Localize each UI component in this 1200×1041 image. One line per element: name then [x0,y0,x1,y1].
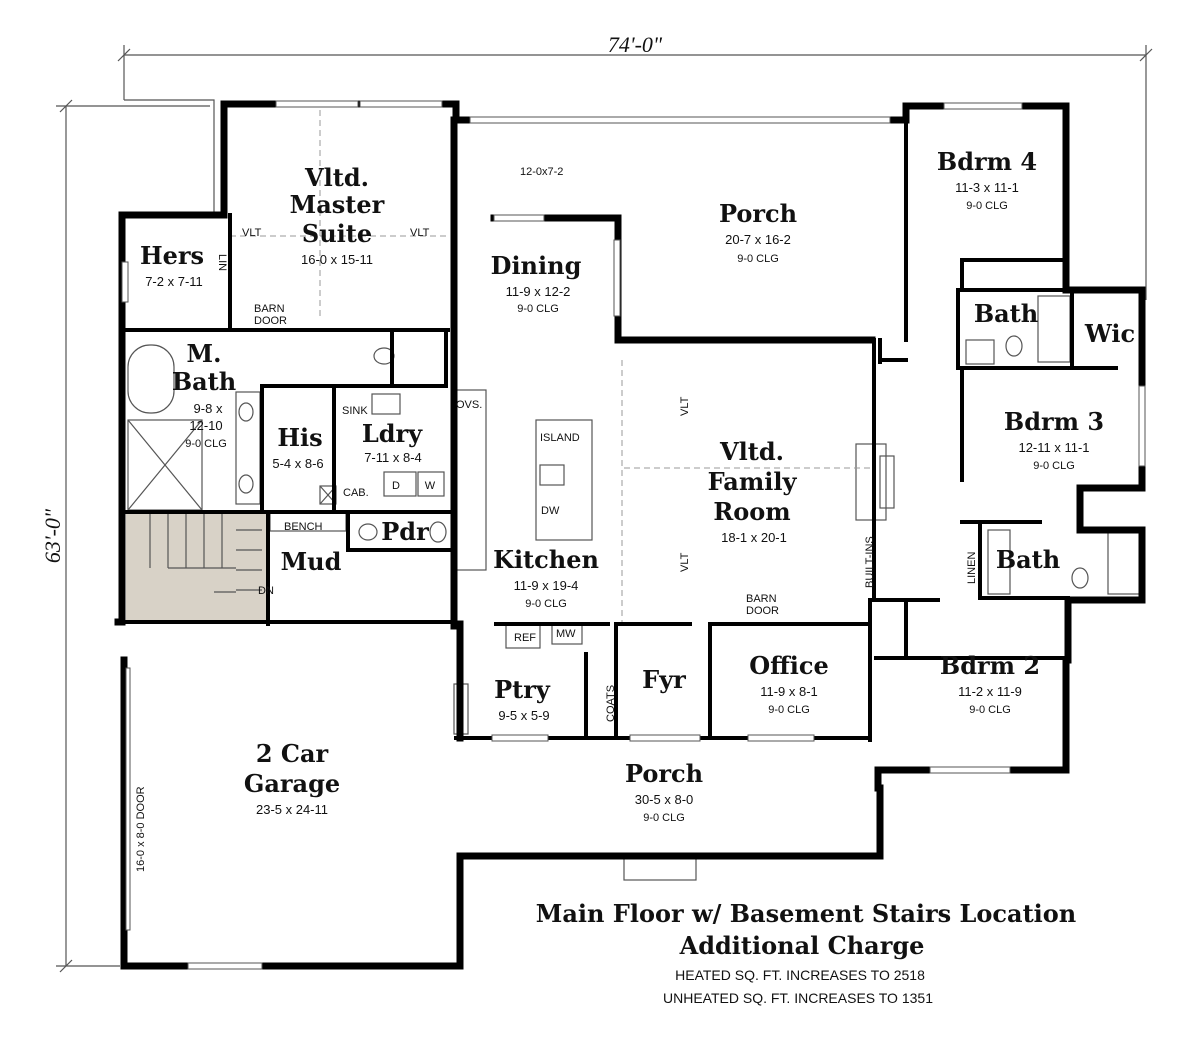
garage-door-label: 16-0 x 8-0 DOOR [135,786,147,872]
plan-title-line1: Main Floor w/ Basement Stairs Location [536,899,1076,928]
width-dimension: 74'-0" [608,32,663,57]
dryer-label: D [392,480,400,492]
vlt-label-right: VLT [410,227,430,239]
dining-name: Dining [491,251,582,280]
front-porch-clg: 9-0 CLG [643,812,685,824]
garage-size: 23-5 x 24-11 [256,802,328,817]
bdrm2-size: 11-2 x 11-9 [958,684,1022,699]
ldry-size: 7-11 x 8-4 [364,450,422,465]
family-name-2: Family [708,467,798,496]
vlt-label-family-bottom: VLT [679,552,691,572]
mud-name: Mud [281,547,342,576]
barn-door-label-office-1: BARN [746,593,777,605]
sink-label: SINK [342,405,368,417]
front-porch-size: 30-5 x 8-0 [635,792,694,807]
dimension-lines [56,45,1153,973]
hers-name: Hers [140,241,204,270]
kitchen-name: Kitchen [493,545,599,574]
title-block: Main Floor w/ Basement Stairs Location A… [536,899,1076,1006]
barn-door-label-1: BARN [254,303,285,315]
cab-label: CAB. [343,487,369,499]
vlt-label-left: VLT [242,227,262,239]
barn-door-label-2: DOOR [254,315,287,327]
island-label: ISLAND [540,432,580,444]
rear-porch-name: Porch [719,199,797,228]
rear-porch-clg: 9-0 CLG [737,253,779,265]
bdrm3-clg: 9-0 CLG [1033,460,1075,472]
bdrm3-name: Bdrm 3 [1004,407,1104,436]
mbath-name-1: M. [187,339,222,368]
hers-size: 7-2 x 7-11 [145,274,203,289]
bdrm4-size: 11-3 x 11-1 [955,180,1019,195]
dw-label: DW [541,505,560,517]
his-size: 5-4 x 8-6 [272,456,323,471]
wic-name: Wic [1084,319,1135,348]
family-size: 18-1 x 20-1 [721,530,787,545]
bath-lower-name: Bath [996,545,1060,574]
windows [121,100,1146,970]
bdrm2-clg: 9-0 CLG [969,704,1011,716]
mw-label: MW [556,628,576,640]
family-name-3: Room [713,497,790,526]
plan-title-line2: Additional Charge [679,931,925,960]
washer-label: W [425,480,436,492]
garage-name-1: 2 Car [256,739,329,768]
master-suite-size: 16-0 x 15-11 [301,252,373,267]
lin-label: LIN [216,254,228,271]
porch-opening-label: 12-0x7-2 [520,166,563,178]
dn-label: DN [258,585,274,597]
kitchen-size: 11-9 x 19-4 [514,578,579,593]
mbath-size-1: 9-8 x [194,401,223,416]
mbath-name-2: Bath [172,367,236,396]
ptry-size: 9-5 x 5-9 [498,708,549,723]
kitchen-clg: 9-0 CLG [525,598,567,610]
unheated-sqft-note: UNHEATED SQ. FT. INCREASES TO 1351 [663,990,933,1006]
ref-label: REF [514,632,536,644]
bath-upper-name: Bath [974,299,1038,328]
mbath-clg: 9-0 CLG [185,438,227,450]
ovs-label: OVS. [456,399,482,411]
ptry-name: Ptry [494,675,551,704]
bdrm4-name: Bdrm 4 [937,147,1037,176]
pdr-name: Pdr [381,517,429,546]
coats-label: COATS [605,685,617,722]
ldry-name: Ldry [362,419,423,448]
basement-stairs [126,513,268,623]
built-ins-label: BUILT-INS [864,536,876,588]
office-name: Office [749,651,829,680]
bdrm4-clg: 9-0 CLG [966,200,1008,212]
room-labels: Vltd. Master Suite 16-0 x 15-11 Hers 7-2… [140,147,1135,824]
bdrm3-size: 12-11 x 11-1 [1018,440,1089,455]
bench-label: BENCH [284,521,323,533]
annotations: VLT VLT BARN DOOR LIN SINK CAB. D W OVS.… [135,166,978,872]
dining-clg: 9-0 CLG [517,303,559,315]
his-name: His [277,423,322,452]
family-name-1: Vltd. [719,437,784,466]
mbath-size-2: 12-10 [189,418,222,433]
linen-label: LINEN [966,552,978,584]
rear-porch-size: 20-7 x 16-2 [725,232,791,247]
vlt-label-family-top: VLT [679,396,691,416]
office-size: 11-9 x 8-1 [760,684,818,699]
office-clg: 9-0 CLG [768,704,810,716]
master-suite-name-1: Vltd. [304,163,369,192]
heated-sqft-note: HEATED SQ. FT. INCREASES TO 2518 [675,967,925,983]
garage-name-2: Garage [244,769,340,798]
master-suite-name-2: Master [290,190,385,219]
dining-size: 11-9 x 12-2 [506,284,571,299]
master-suite-name-3: Suite [302,219,372,248]
front-porch-name: Porch [625,759,703,788]
fyr-name: Fyr [642,665,686,694]
bdrm2-name: Bdrm 2 [940,651,1040,680]
height-dimension: 63'-0" [40,508,65,563]
barn-door-label-office-2: DOOR [746,605,779,617]
